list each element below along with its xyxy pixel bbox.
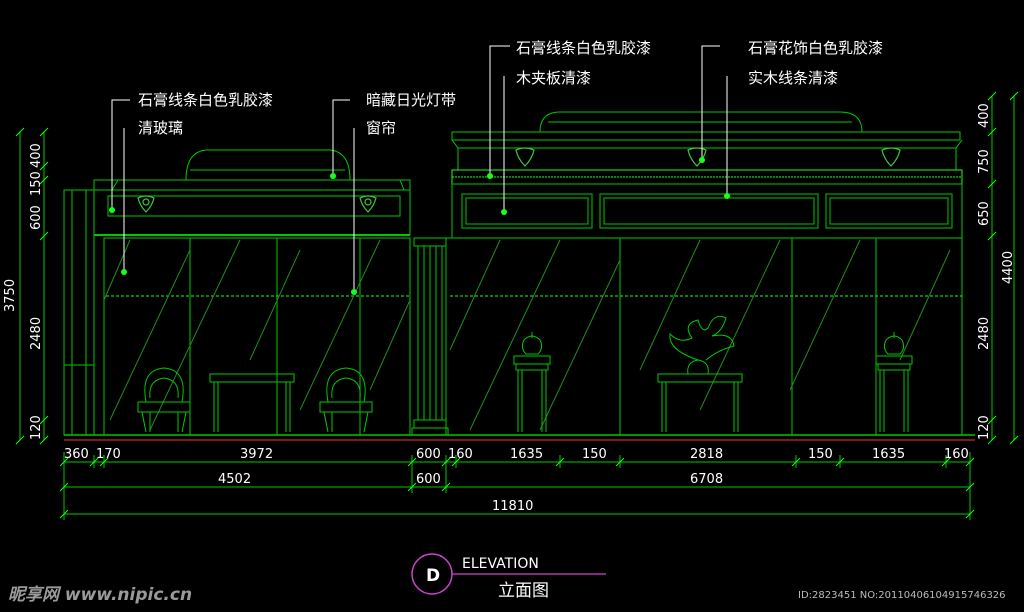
label-gypsum-line-white-latex-right: 石膏线条白色乳胶漆 (516, 39, 651, 57)
elevation-title-chinese: 立面图 (498, 581, 549, 601)
left-dim-600: 600 (29, 205, 44, 230)
dim-600-mid: 600 (416, 472, 441, 487)
right-dim-120: 120 (977, 415, 992, 440)
left-dim-3750-total: 3750 (3, 279, 18, 312)
right-dim-2480: 2480 (977, 317, 992, 350)
label-clear-glass: 清玻璃 (138, 119, 183, 137)
bottom-dimension-lines (59, 452, 975, 520)
center-column (411, 237, 449, 436)
dim-3972: 3972 (240, 447, 273, 462)
dim-170: 170 (96, 447, 121, 462)
dim-360: 360 (64, 447, 89, 462)
watermark-logo: 昵享网 www.nipic.cn (8, 585, 192, 605)
right-chair-left-section (319, 367, 373, 433)
dim-11810-total: 11810 (492, 499, 533, 514)
right-dim-650: 650 (977, 201, 992, 226)
dim-600-top: 600 (416, 447, 441, 462)
label-hidden-fluorescent-strip: 暗藏日光灯带 (366, 91, 456, 109)
left-dim-400: 400 (29, 143, 44, 168)
annotation-leaders (111, 45, 728, 292)
annotation-dots (109, 157, 730, 295)
label-curtain: 窗帘 (366, 119, 396, 137)
elevation-marker-letter: D (426, 566, 440, 586)
right-crown-arch (539, 111, 863, 133)
left-dim-150: 150 (29, 171, 44, 196)
center-console-with-plant (657, 315, 743, 432)
dim-4502: 4502 (218, 472, 251, 487)
dim-150-left: 150 (582, 447, 607, 462)
left-wall-section (63, 149, 975, 441)
right-dim-400: 400 (977, 103, 992, 128)
watermark: 昵享网 www.nipic.cn ID:2823451 NO:201104061… (8, 585, 1006, 605)
title-block: D ELEVATION 立面图 (411, 553, 606, 601)
left-pedestal-with-vase (513, 332, 551, 432)
right-pedestal-with-vase (875, 332, 913, 432)
left-side-table (209, 373, 295, 432)
left-dim-2480: 2480 (29, 317, 44, 350)
dim-2818: 2818 (690, 447, 723, 462)
left-dimension-lines (15, 127, 49, 445)
right-dimension-lines (987, 91, 1019, 445)
label-plywood-clear-varnish: 木夹板清漆 (516, 69, 591, 87)
right-wall-section (445, 111, 963, 436)
label-gypsum-ornament-white-latex: 石膏花饰白色乳胶漆 (748, 39, 883, 57)
dim-1635-left: 1635 (510, 447, 543, 462)
label-gypsum-line-white-latex-left: 石膏线条白色乳胶漆 (138, 91, 273, 109)
left-chair (137, 367, 191, 433)
dim-160-right: 160 (944, 447, 969, 462)
dim-6708: 6708 (690, 472, 723, 487)
dim-1635-right: 1635 (872, 447, 905, 462)
label-solid-wood-line-clear-varnish: 实木线条清漆 (748, 69, 838, 87)
right-dim-750: 750 (977, 149, 992, 174)
dim-160-left: 160 (448, 447, 473, 462)
right-glass-wall (445, 237, 963, 436)
elevation-title-english: ELEVATION (462, 556, 539, 572)
left-gypsum-ornaments (137, 195, 377, 213)
right-dim-4400-total: 4400 (1001, 251, 1016, 284)
left-crown-arch (185, 149, 351, 181)
dim-150-right: 150 (808, 447, 833, 462)
left-dim-120: 120 (29, 415, 44, 440)
watermark-id: ID:2823451 NO:20110406104915746326 (798, 590, 1006, 601)
